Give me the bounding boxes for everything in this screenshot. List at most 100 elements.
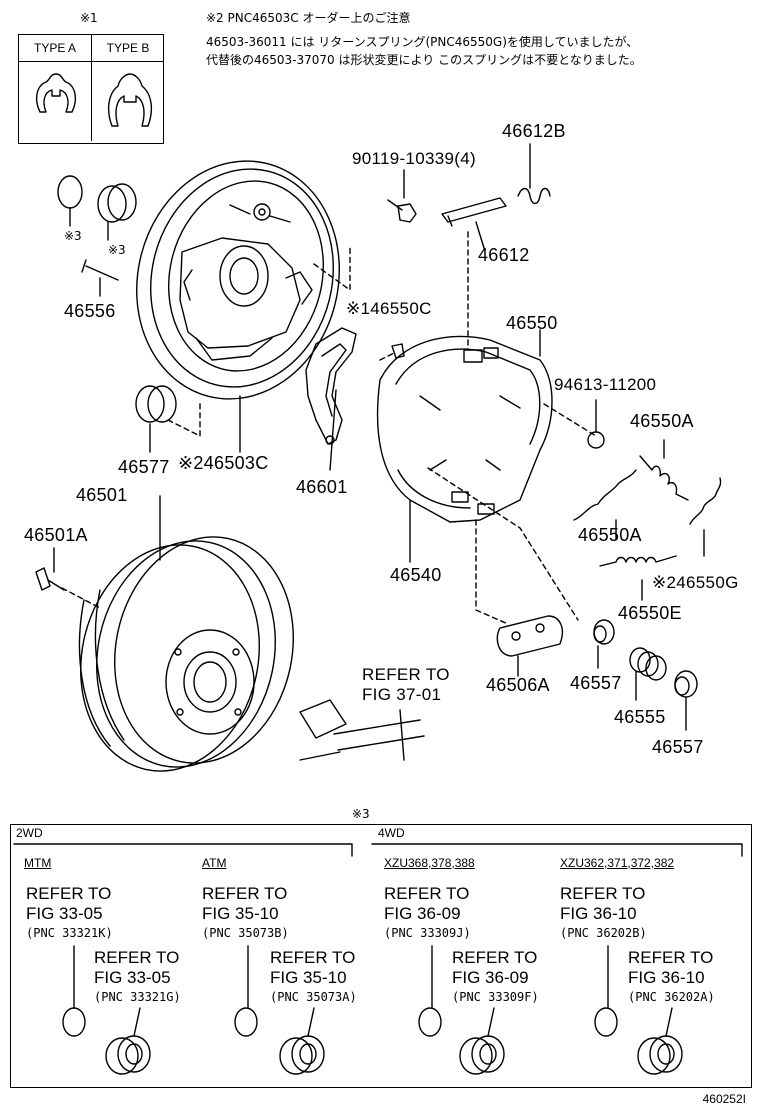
spring-46550e-icon [599, 555, 677, 567]
part-label-46550e: 46550E [618, 603, 682, 623]
ref-6-line-1: REFER TO [452, 948, 538, 967]
clip-type-b-icon [107, 73, 153, 127]
ref-2-line-1: REFER TO [94, 948, 180, 967]
part-label-46612b: 46612B [502, 121, 566, 141]
plug-grommet-icon [97, 183, 137, 223]
bottom-grommet-icons [105, 1035, 683, 1075]
ref-3-pnc: (PNC 35073B) [202, 926, 289, 940]
washer-icon [587, 431, 605, 449]
subsection-mtm: MTM [24, 856, 52, 870]
note-mark: ※2 [206, 11, 224, 25]
type-b-cell: TYPE B [92, 35, 164, 141]
part-label-46503c: ※246503C [178, 453, 269, 473]
drawing-code: 460252I [702, 1092, 746, 1106]
part-label-46557-upper: 46557 [570, 673, 622, 693]
plug-reference-table [10, 824, 752, 1088]
bolt-drawing [387, 199, 417, 223]
ref-5-line-2: FIG 36-09 [384, 904, 461, 923]
spring-46612b-icon [517, 187, 551, 205]
part-label-46501: 46501 [76, 485, 128, 505]
type-b-label: TYPE B [92, 35, 164, 62]
bottom-plug-icons [62, 1007, 618, 1037]
type-divider [91, 35, 92, 141]
part-label-90119: 90119-10339(4) [352, 149, 476, 168]
note-title: ※2 PNC46503C オーダー上のご注意 [206, 10, 411, 26]
subsection-atm: ATM [202, 856, 227, 870]
part-label-46501a: 46501A [24, 525, 88, 545]
ref-6-line-2: FIG 36-09 [452, 968, 529, 987]
ref-1-line-2: FIG 33-05 [26, 904, 103, 923]
note-title-text: PNC46503C オーダー上のご注意 [227, 11, 411, 25]
hub-bolt-icon [35, 567, 65, 591]
part-label-46577: 46577 [118, 457, 170, 477]
mark-3-a: ※3 [64, 229, 82, 243]
brake-drum-drawing [78, 536, 294, 772]
spring-46550a-upper-icon [639, 455, 689, 501]
ref-8-pnc: (PNC 36202A) [628, 990, 715, 1004]
part-label-46612: 46612 [478, 245, 530, 265]
ref-8-line-1: REFER TO [628, 948, 714, 967]
ref-5-line-1: REFER TO [384, 884, 470, 903]
ref-6-pnc: (PNC 33309F) [452, 990, 539, 1004]
ref-4-line-1: REFER TO [270, 948, 356, 967]
ref-7-pnc: (PNC 36202B) [560, 926, 647, 940]
ref-4-pnc: (PNC 35073A) [270, 990, 357, 1004]
wheel-cylinder-drawing [496, 615, 564, 657]
leader-lines [53, 143, 705, 761]
note-line-2: 代替後の46503-37070 は形状変更により このスプリングは不要となりまし… [206, 53, 642, 67]
spring-46550a-lower-icon [573, 469, 637, 521]
plug-46577-icon [135, 385, 177, 423]
ref-1-line-1: REFER TO [26, 884, 112, 903]
refer-to-label: REFER TO [362, 665, 450, 684]
section-brackets [13, 843, 743, 857]
part-label-46556: 46556 [64, 301, 116, 321]
fig-37-01-label: FIG 37-01 [362, 685, 442, 704]
part-label-46540: 46540 [390, 565, 442, 585]
parking-lever-drawing [305, 327, 357, 445]
note-line-1: 46503-36011 には リターンスプリング(PNC46550G)を使用して… [206, 35, 639, 49]
driveshaft-drawing [299, 699, 425, 761]
type-a-label: TYPE A [19, 35, 91, 62]
clip-46550c-icon [391, 343, 405, 359]
clip-type-a-icon [35, 73, 77, 113]
ref-2-pnc: (PNC 33321G) [94, 990, 181, 1004]
clip-type-table: TYPE A TYPE B [18, 34, 164, 144]
mark-3-b: ※3 [108, 243, 126, 257]
strut-drawing [441, 197, 507, 227]
section-4wd: 4WD [378, 826, 405, 840]
part-label-46601: 46601 [296, 477, 348, 497]
ref-1-pnc: (PNC 33321K) [26, 926, 113, 940]
ref-5-pnc: (PNC 33309J) [384, 926, 471, 940]
part-label-94613: 94613-11200 [554, 375, 657, 394]
boot-46557-lower-icon [674, 670, 698, 698]
spring-46550g-icon [689, 477, 722, 525]
part-label-46550c: ※146550C [346, 299, 432, 318]
bottom-leader-lines [73, 945, 673, 1037]
section-2wd: 2WD [16, 826, 43, 840]
ref-3-line-1: REFER TO [202, 884, 288, 903]
part-label-46550: 46550 [506, 313, 558, 333]
type-box-mark: ※1 [80, 11, 98, 25]
part-label-46550a-lower: 46550A [578, 525, 642, 545]
subsection-xzu-368: XZU368,378,388 [384, 856, 475, 870]
part-label-46555: 46555 [614, 707, 666, 727]
ref-2-line-2: FIG 33-05 [94, 968, 171, 987]
part-label-46550g: ※246550G [652, 573, 739, 592]
type-a-cell: TYPE A [19, 35, 91, 141]
part-label-46550a-upper: 46550A [630, 411, 694, 431]
spring-46555-icon [629, 647, 667, 681]
ref-7-line-1: REFER TO [560, 884, 646, 903]
ref-4-line-2: FIG 35-10 [270, 968, 347, 987]
backing-plate-drawing [136, 160, 340, 400]
part-label-46506a: 46506A [486, 675, 550, 695]
ref-3-line-2: FIG 35-10 [202, 904, 279, 923]
subsection-xzu-362: XZU362,371,372,382 [560, 856, 675, 870]
boot-46557-upper-icon [593, 619, 615, 645]
dashed-lines [61, 231, 597, 625]
brake-shoe-drawing [376, 335, 553, 523]
ref-8-line-2: FIG 36-10 [628, 968, 705, 987]
bottom-box-mark: ※3 [352, 807, 370, 821]
part-label-46557-lower: 46557 [652, 737, 704, 757]
